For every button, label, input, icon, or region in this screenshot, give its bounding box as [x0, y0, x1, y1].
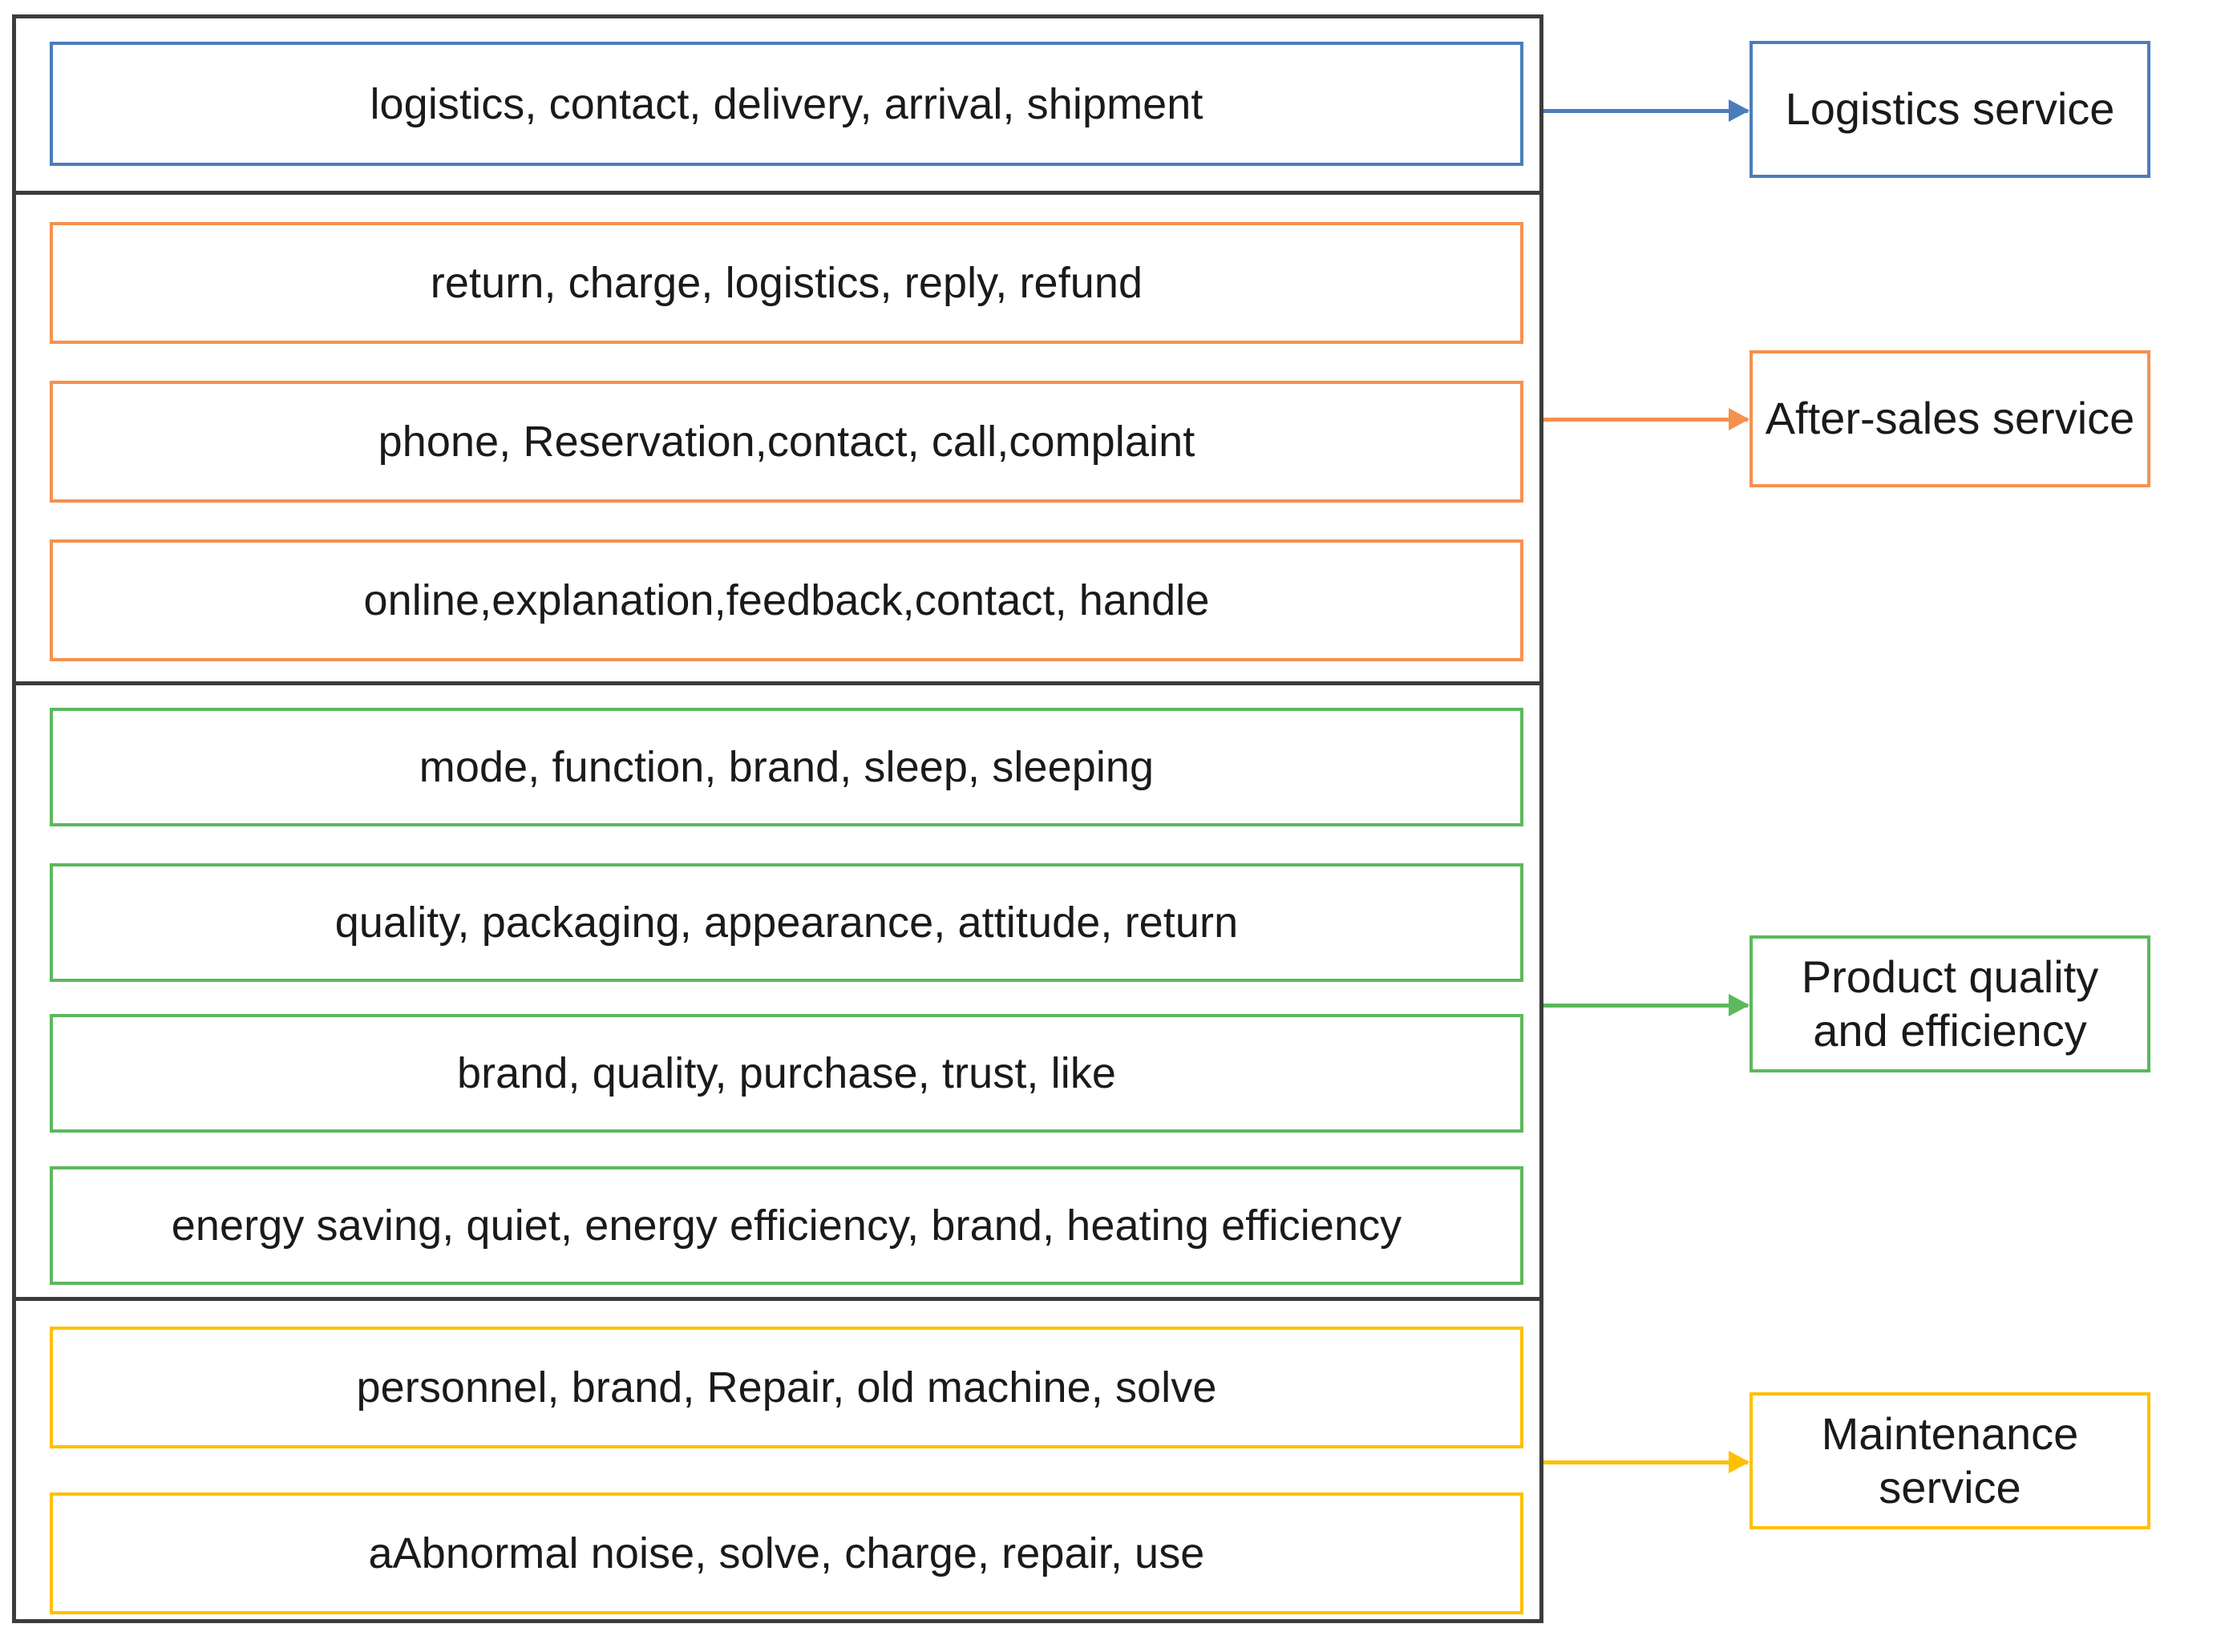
topic-keywords: return, charge, logistics, reply, refund	[430, 259, 1143, 307]
topic-keywords: brand, quality, purchase, trust, like	[456, 1049, 1117, 1097]
arrow-head	[1729, 408, 1750, 430]
topic-keywords: quality, packaging, appearance, attitude…	[334, 899, 1239, 947]
arrow-head	[1729, 99, 1750, 122]
category-label-line1: Product quality	[1801, 951, 2099, 1003]
topic-box-quality-2[interactable]: quality, packaging, appearance, attitude…	[50, 863, 1523, 982]
category-label: Maintenance service	[1822, 1408, 2079, 1513]
topic-keywords: aAbnormal noise, solve, charge, repair, …	[368, 1529, 1205, 1577]
category-box-maintenance-service[interactable]: Maintenance service	[1750, 1392, 2150, 1529]
topic-keywords: mode, function, brand, sleep, sleeping	[419, 743, 1155, 791]
topic-box-quality-1[interactable]: mode, function, brand, sleep, sleeping	[50, 708, 1523, 826]
category-box-product-quality-and-efficiency[interactable]: Product quality and efficiency	[1750, 935, 2150, 1072]
topic-box-maintenance-2[interactable]: aAbnormal noise, solve, charge, repair, …	[50, 1492, 1523, 1614]
topic-box-logistics-1[interactable]: logistics, contact, delivery, arrival, s…	[50, 42, 1523, 166]
arrow-head	[1729, 994, 1750, 1016]
topic-keywords: personnel, brand, Repair, old machine, s…	[356, 1363, 1217, 1412]
group-separator-quality-maintenance	[12, 1297, 1543, 1301]
topic-box-aftersales-3[interactable]: online,explanation,feedback,contact, han…	[50, 539, 1523, 661]
category-label-line2: service	[1879, 1461, 2021, 1513]
category-label-line2: and efficiency	[1813, 1004, 2087, 1056]
topic-keywords: phone, Reservation,contact, call,complai…	[378, 418, 1195, 466]
category-label-line1: Maintenance	[1821, 1408, 2079, 1460]
category-label: Product quality and efficiency	[1802, 951, 2098, 1056]
group-separator-logistics-aftersales	[12, 191, 1543, 195]
arrow-head	[1729, 1451, 1750, 1473]
topic-keywords: online,explanation,feedback,contact, han…	[363, 576, 1210, 624]
topic-box-quality-4[interactable]: energy saving, quiet, energy efficiency,…	[50, 1166, 1523, 1285]
topic-keywords: logistics, contact, delivery, arrival, s…	[370, 79, 1203, 128]
arrow-shaft	[1543, 109, 1748, 113]
arrow-shaft	[1543, 1460, 1748, 1464]
group-separator-aftersales-quality	[12, 681, 1543, 685]
arrow-shaft	[1543, 1004, 1748, 1008]
category-label: After-sales service	[1765, 393, 2135, 444]
topic-box-quality-3[interactable]: brand, quality, purchase, trust, like	[50, 1014, 1523, 1133]
category-box-after-sales-service[interactable]: After-sales service	[1750, 350, 2150, 487]
topic-box-aftersales-1[interactable]: return, charge, logistics, reply, refund	[50, 222, 1523, 344]
topic-box-maintenance-1[interactable]: personnel, brand, Repair, old machine, s…	[50, 1327, 1523, 1448]
arrow-shaft	[1543, 418, 1748, 422]
topic-box-aftersales-2[interactable]: phone, Reservation,contact, call,complai…	[50, 381, 1523, 503]
topic-keywords: energy saving, quiet, energy efficiency,…	[171, 1202, 1402, 1250]
category-label: Logistics service	[1785, 83, 2115, 135]
category-box-logistics-service[interactable]: Logistics service	[1750, 41, 2150, 178]
